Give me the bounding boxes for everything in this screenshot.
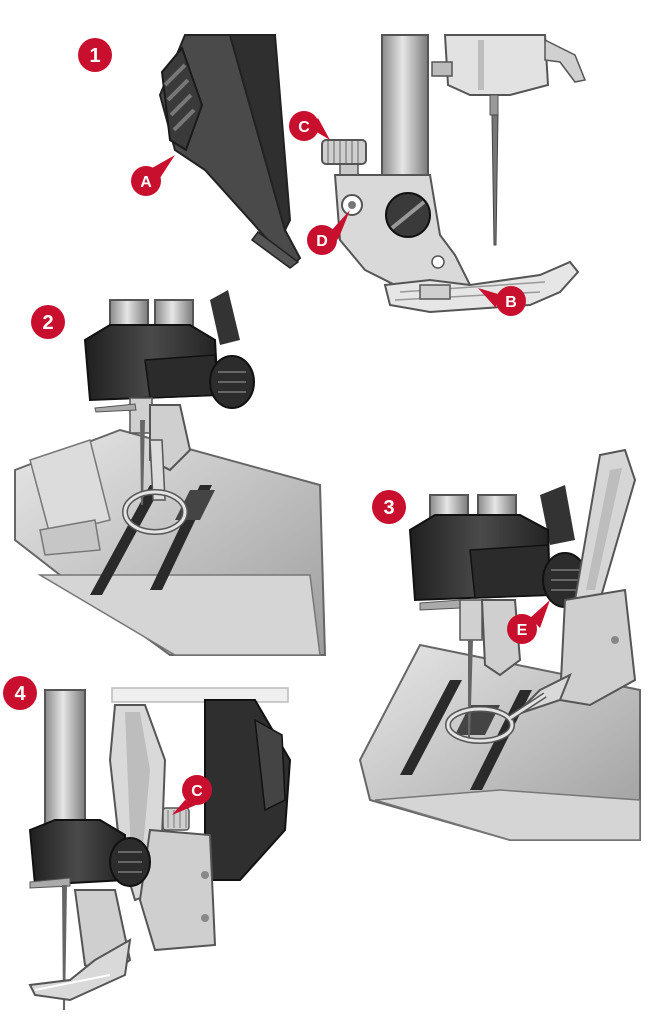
callout-shank-screw: C — [289, 111, 330, 141]
step-2-badge: 2 — [31, 305, 65, 339]
step-number: 3 — [383, 497, 394, 519]
step-3-badge: 3 — [372, 490, 406, 524]
callout-letter: C — [191, 783, 203, 800]
needle-clamp-block — [83, 324, 255, 409]
callout-shank-screw-step4: C — [172, 775, 212, 815]
callout-letter: A — [140, 174, 152, 191]
needle-clamp — [431, 34, 587, 246]
callout-needle-clamp-screw: E — [507, 600, 550, 644]
callout-presser-bar-hole: D — [307, 210, 350, 255]
free-motion-foot — [122, 439, 188, 535]
free-motion-foot — [445, 672, 572, 744]
presser-foot-holder — [333, 174, 472, 301]
step-number: 4 — [14, 683, 26, 705]
presser-foot-arm — [558, 448, 637, 707]
shank-screw — [321, 139, 367, 181]
presser-foot-arm — [108, 704, 217, 952]
presser-bar — [381, 34, 429, 186]
step-number: 2 — [42, 312, 53, 334]
step-1-illustration — [158, 34, 587, 314]
step-4-illustration — [28, 687, 292, 1010]
presser-foot-lever — [158, 34, 302, 269]
step-3-illustration — [358, 448, 641, 841]
callout-presser-foot-lever: A — [131, 155, 175, 196]
step-1-badge: 1 — [78, 38, 112, 72]
needle-clamp-block — [28, 819, 151, 887]
callout-letter: B — [505, 294, 517, 311]
callout-letter: C — [298, 119, 310, 136]
free-motion-foot — [28, 938, 132, 1002]
step-number: 1 — [89, 45, 100, 67]
callout-letter: D — [316, 233, 328, 250]
needle-clamp-block — [408, 514, 588, 608]
callout-letter: E — [517, 622, 528, 639]
step-4-badge: 4 — [3, 676, 37, 710]
callout-presser-foot: B — [478, 286, 526, 316]
step-2-illustration — [14, 290, 327, 656]
presser-foot — [383, 260, 580, 314]
